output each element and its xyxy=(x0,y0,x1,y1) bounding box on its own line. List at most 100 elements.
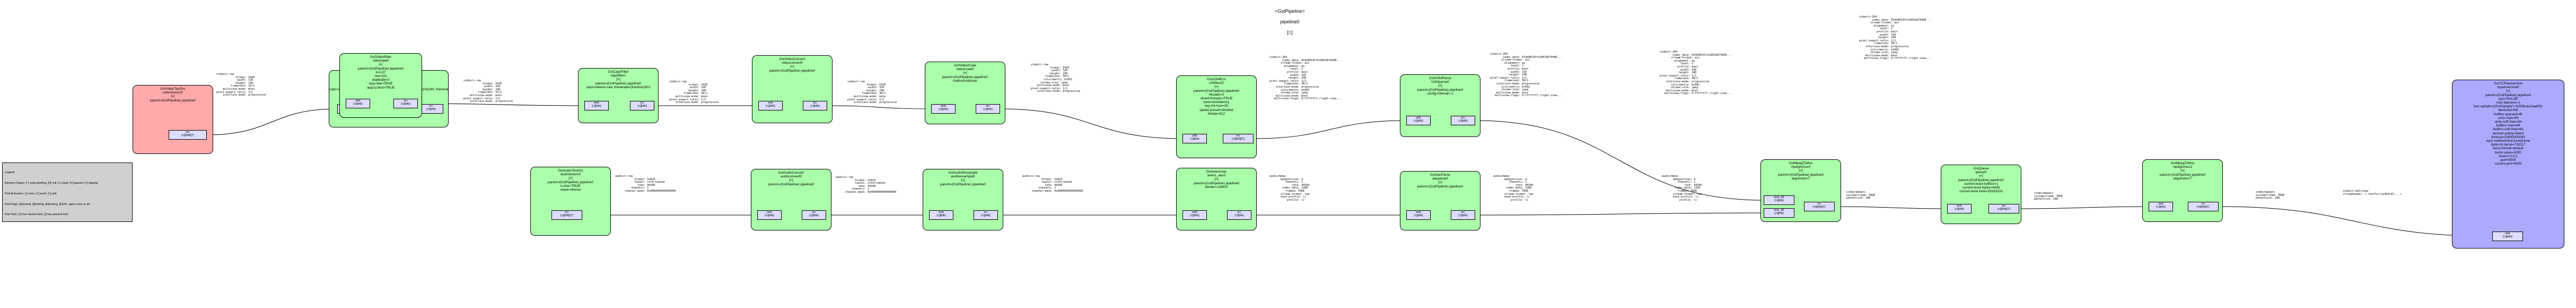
element-property: buffers-queued=46 xyxy=(2494,112,2522,116)
pad-videoconvert0-sink[interactable]: sink[>][bfb] xyxy=(758,101,783,110)
pad-mpegtsmux1-sink[interactable]: sink[>][bfb] xyxy=(2149,202,2173,211)
element-state: [=] xyxy=(2506,89,2510,93)
pad-queue0-sink[interactable]: sink[>][bfb] xyxy=(1947,204,1972,213)
pad-label: sink xyxy=(941,105,946,108)
pad-videorate0-src[interactable]: src[>][bfb] xyxy=(393,99,418,108)
element-property: bitrate=512 xyxy=(1207,112,1225,116)
pad-h264parse0-src[interactable]: src[>][bfb] xyxy=(1451,116,1475,125)
element-property: parent=(GstPipeline) pipeline0 xyxy=(942,75,988,79)
pad-flags: [>][bfb] xyxy=(637,105,647,108)
pad-flags: [>][bfb] xyxy=(2156,206,2166,209)
pad-flags: [>][bfb][T] xyxy=(1813,206,1826,209)
pad-label: sink_65 xyxy=(1774,196,1784,199)
pad-aacparse0-sink[interactable]: sink[>][bfb] xyxy=(1406,210,1431,220)
element-property: tune=zerolatency xyxy=(1203,100,1230,105)
caps-label-caps-audioconvert-out: audio/x-raw format: S16LE layout: interl… xyxy=(836,176,897,194)
element-class: GstAudioConvert xyxy=(778,171,804,175)
element-property: burst-format=default xyxy=(2493,147,2524,151)
caps-label-caps-videoscale-out: video/x-raw format: I420 width: 320 heig… xyxy=(1031,63,1081,93)
element-property: current-port=5000 xyxy=(2494,162,2522,166)
caps-label-caps-videoconvert-out: video/x-raw format: I420 width: 320 heig… xyxy=(847,80,897,105)
legend-line-3: Pad-Task: [T] has started task, [t] has … xyxy=(5,213,68,217)
pad-queue0-src[interactable]: src[>][bfb][T] xyxy=(1988,204,2019,213)
pad-audioresample0-sink[interactable]: sink[>][bfb] xyxy=(929,210,953,220)
pad-audioconvert0-sink[interactable]: sink[>][bfb] xyxy=(757,210,782,220)
legend-line-0: Element-States: [~] void-pending, [0] nu… xyxy=(5,181,98,185)
edge xyxy=(2019,206,2149,209)
edge xyxy=(1253,120,1407,139)
element-state: [=] xyxy=(790,65,794,69)
pad-label: src xyxy=(186,131,190,134)
pad-label: src xyxy=(1817,202,1821,206)
pad-videoscale0-src[interactable]: src[>][bfb] xyxy=(976,104,1000,114)
pad-flags: [>][bfb][T] xyxy=(181,134,194,138)
caps-label-caps-aacparse-out: audio/mpeg mpegversion: 4 channels: 1 ra… xyxy=(1493,175,1534,202)
element-property: skip-to-first=TRUE xyxy=(366,85,395,90)
caps-label-caps-videorate-out: video/x-raw format: I420 width: 320 heig… xyxy=(669,80,719,105)
pad-videorate0-sink[interactable]: sink[>][bfb] xyxy=(346,99,370,108)
pad-mpegtsmux1-src[interactable]: src[>][bfb][T] xyxy=(2188,202,2219,211)
pad-mpegtsmux0-sink_65[interactable]: sink_65[>][bfb] xyxy=(1764,195,1794,205)
pad-flags: [>][bfb] xyxy=(765,214,774,218)
pad-avenc_aac0-sink[interactable]: sink[>][bfb] xyxy=(1182,210,1207,220)
pad-h264parse0-sink[interactable]: sink[>][bfb] xyxy=(1406,116,1431,125)
pad-x264enc0-src[interactable]: src[>][bfb][T] xyxy=(1223,134,1254,143)
caps-label-caps-tcpsink-in: video/mpegts systemstream: TRUE packetsi… xyxy=(2256,191,2285,200)
element-property: parent=(GstPipeline) pipeline0 xyxy=(150,98,196,102)
pipeline-title-state: [=] xyxy=(1287,30,1293,35)
pad-mpegtsmux0-src[interactable]: src[>][bfb][T] xyxy=(1804,202,1835,211)
pad-tcpserversink0-sink[interactable]: sink[>][bfb] xyxy=(2492,232,2523,241)
pad-capsfilter1-src[interactable]: src[>][bfb] xyxy=(630,101,654,110)
pad-videotestsrc0-src[interactable]: src[>][bfb][T] xyxy=(169,130,207,140)
element-property: buffers-soft-max=64 xyxy=(2493,127,2524,132)
pad-capsfilter0-src[interactable]: src[>][bfb] xyxy=(419,104,443,114)
pipeline-title-name: pipeline0 xyxy=(1280,19,1300,24)
element-instance-name: audioresample0 xyxy=(951,175,975,179)
pad-audioresample0-src[interactable]: src[>][bfb] xyxy=(974,210,998,220)
pad-aacparse0-src[interactable]: src[>][bfb] xyxy=(1451,210,1475,220)
pad-label: sink xyxy=(1416,116,1421,119)
pad-flags: [>][bfb] xyxy=(1458,214,1468,218)
pad-audioconvert0-src[interactable]: src[>][bfb] xyxy=(802,210,826,220)
pad-flags: [>][bfb] xyxy=(1190,138,1199,141)
pad-flags: [>][bfb] xyxy=(2503,235,2512,239)
element-property: wave=silence xyxy=(560,188,581,192)
caps-label-caps-audioresample-out: audio/x-raw format: S16LE layout: interl… xyxy=(1022,175,1083,193)
element-property: last-sample=((GstSample*) 0x558cac2ead00… xyxy=(2474,105,2543,109)
pad-capsfilter1-sink[interactable]: sink[>][bfb] xyxy=(584,101,609,110)
element-property: sync-method=burst-keyframe xyxy=(2486,139,2530,143)
element-property: parent=(GstPipeline) pipeline0 xyxy=(1193,89,1240,93)
legend-title: Legend xyxy=(5,171,14,175)
pad-videoscale0-sink[interactable]: sink[>][bfb] xyxy=(931,104,956,114)
element-property: recover-policy=latest xyxy=(2492,131,2524,135)
element-instance-name: capsfilter1 xyxy=(610,74,626,78)
element-property: parent=(GstPipeline) pipeline0 xyxy=(1417,88,1464,92)
pipeline-title: <GstPipeline> pipeline0 [=] xyxy=(1225,3,1352,35)
pad-audiotestsrc0-src[interactable]: src[>][bfb][T] xyxy=(551,210,582,220)
element-property: max-lateness=1 xyxy=(2496,101,2520,105)
pad-x264enc0-sink[interactable]: sink[>][bfb] xyxy=(1182,134,1207,143)
element-property: parent=(GstPipeline) pipeline0 xyxy=(547,180,594,184)
pad-mpegtsmux0-sink_66[interactable]: sink_66[>][bfb] xyxy=(1764,208,1794,218)
pad-label: src xyxy=(813,101,817,105)
element-state: [=] xyxy=(961,178,965,183)
element-property: port=5000 xyxy=(2500,158,2516,162)
pad-videoconvert0-src[interactable]: src[>][bfb] xyxy=(803,101,827,110)
pad-label: sink xyxy=(1957,204,1962,208)
pad-flags: [>][bfb] xyxy=(1414,214,1423,218)
pad-avenc_aac0-src[interactable]: src[>][bfb] xyxy=(1227,210,1251,220)
